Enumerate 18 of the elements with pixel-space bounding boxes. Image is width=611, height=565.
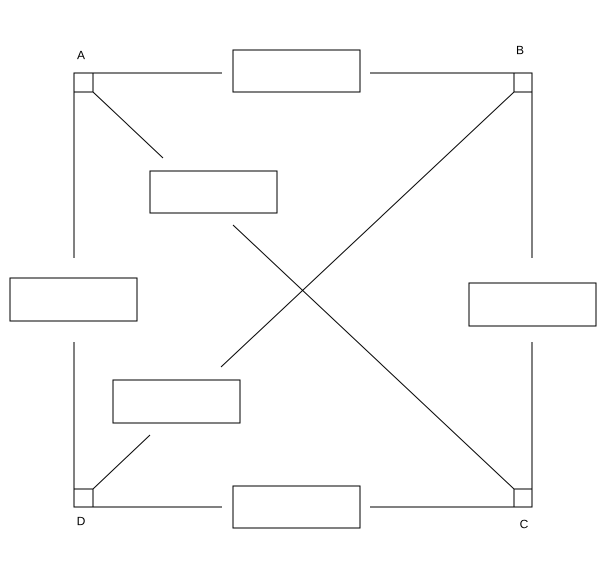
connector-line	[220, 92, 514, 368]
answer-box	[232, 486, 360, 528]
connector-line	[370, 506, 514, 508]
connector-line	[370, 72, 514, 74]
connector-line	[92, 92, 164, 158]
connector-line	[92, 72, 222, 74]
corner-label: D	[78, 516, 85, 526]
connector-line	[92, 506, 222, 508]
connector-line	[232, 224, 514, 490]
connector-line	[92, 434, 150, 490]
answer-box	[10, 278, 138, 322]
corner-label: A	[77, 50, 85, 60]
answer-box	[468, 282, 596, 326]
answer-box	[112, 380, 240, 424]
corner-label: B	[516, 46, 524, 54]
answer-box	[150, 170, 278, 214]
answer-box	[232, 50, 360, 92]
corner-label: C	[520, 520, 528, 528]
